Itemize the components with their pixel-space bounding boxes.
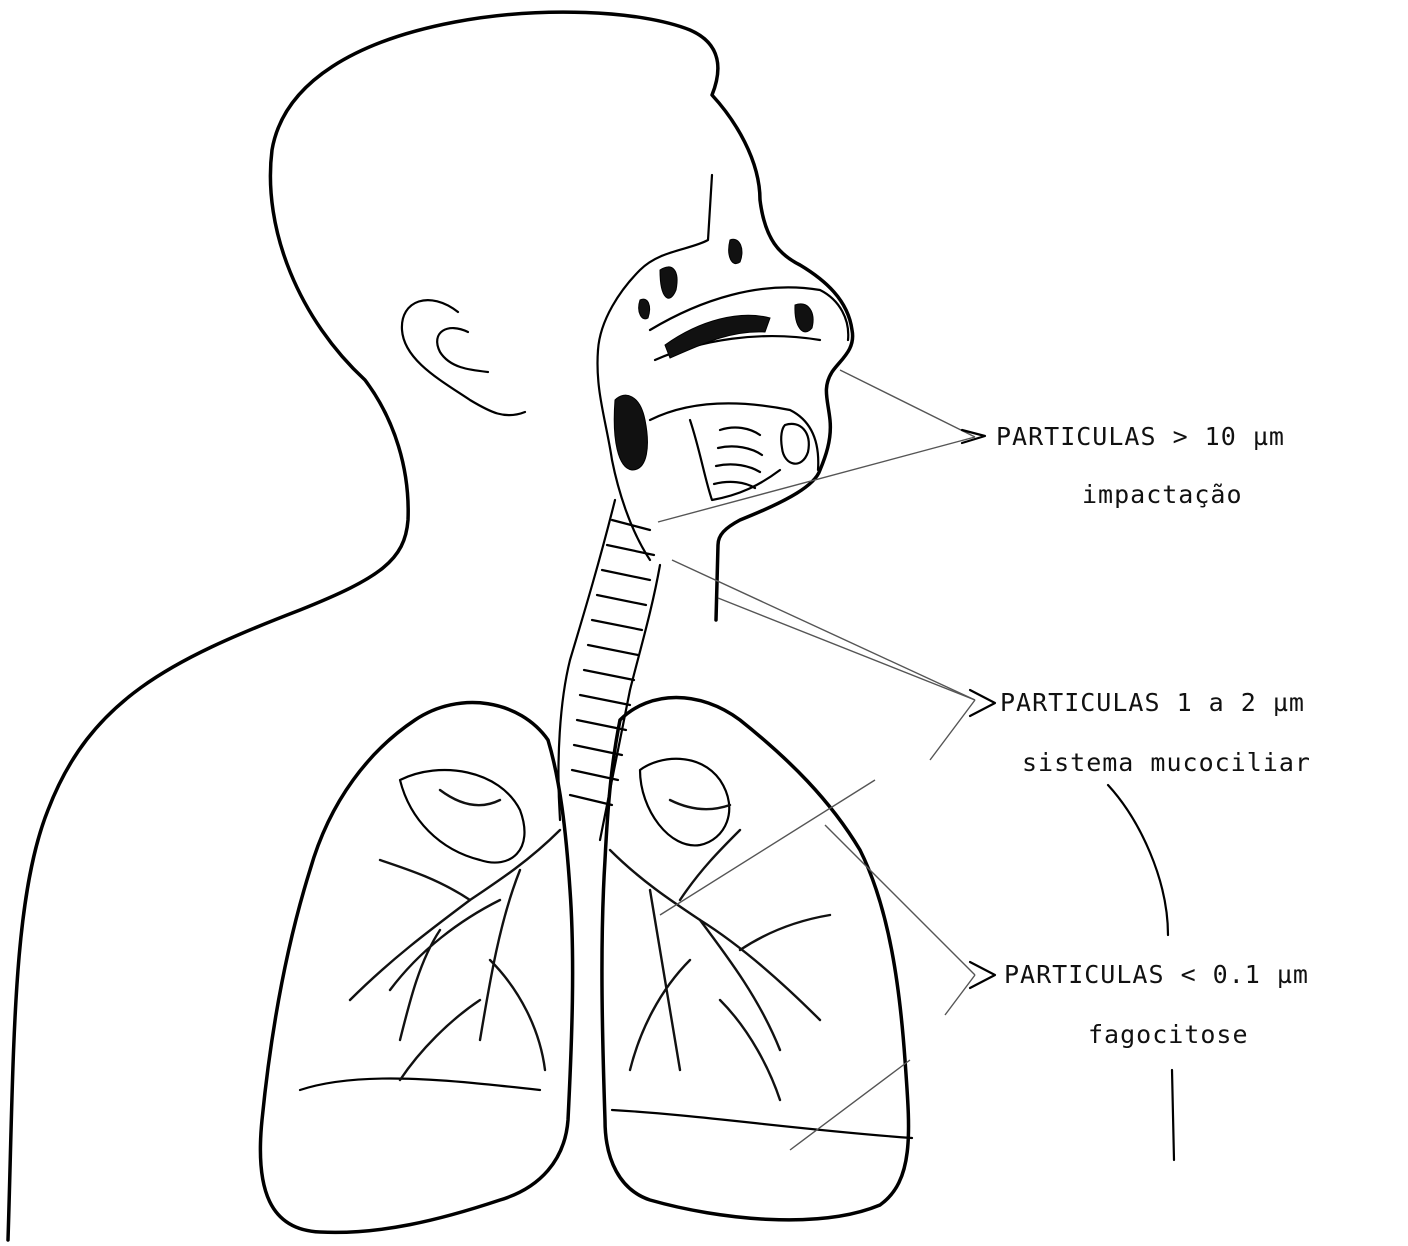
mechanism-label-mucociliary: sistema mucociliar bbox=[1022, 748, 1311, 777]
ear bbox=[402, 300, 525, 415]
particle-label-small: PARTICULAS < 0.1 µm bbox=[1004, 960, 1309, 989]
label-arrows bbox=[962, 430, 995, 988]
mucociliar-connector bbox=[1108, 785, 1168, 935]
body-silhouette bbox=[8, 12, 853, 1240]
particle-label-large: PARTICULAS > 10 µm bbox=[996, 422, 1285, 451]
fagocitose-connector bbox=[1172, 1070, 1174, 1160]
leader-lines bbox=[658, 370, 975, 1150]
nasal-oral-cavity bbox=[597, 175, 848, 560]
particle-label-medium: PARTICULAS 1 a 2 µm bbox=[1000, 688, 1305, 717]
mechanism-label-impaction: impactação bbox=[1082, 480, 1243, 509]
left-lung bbox=[260, 703, 572, 1233]
ear-inner bbox=[437, 328, 488, 372]
mechanism-label-phagocytosis: fagocitose bbox=[1088, 1020, 1249, 1049]
right-lung bbox=[602, 698, 912, 1220]
